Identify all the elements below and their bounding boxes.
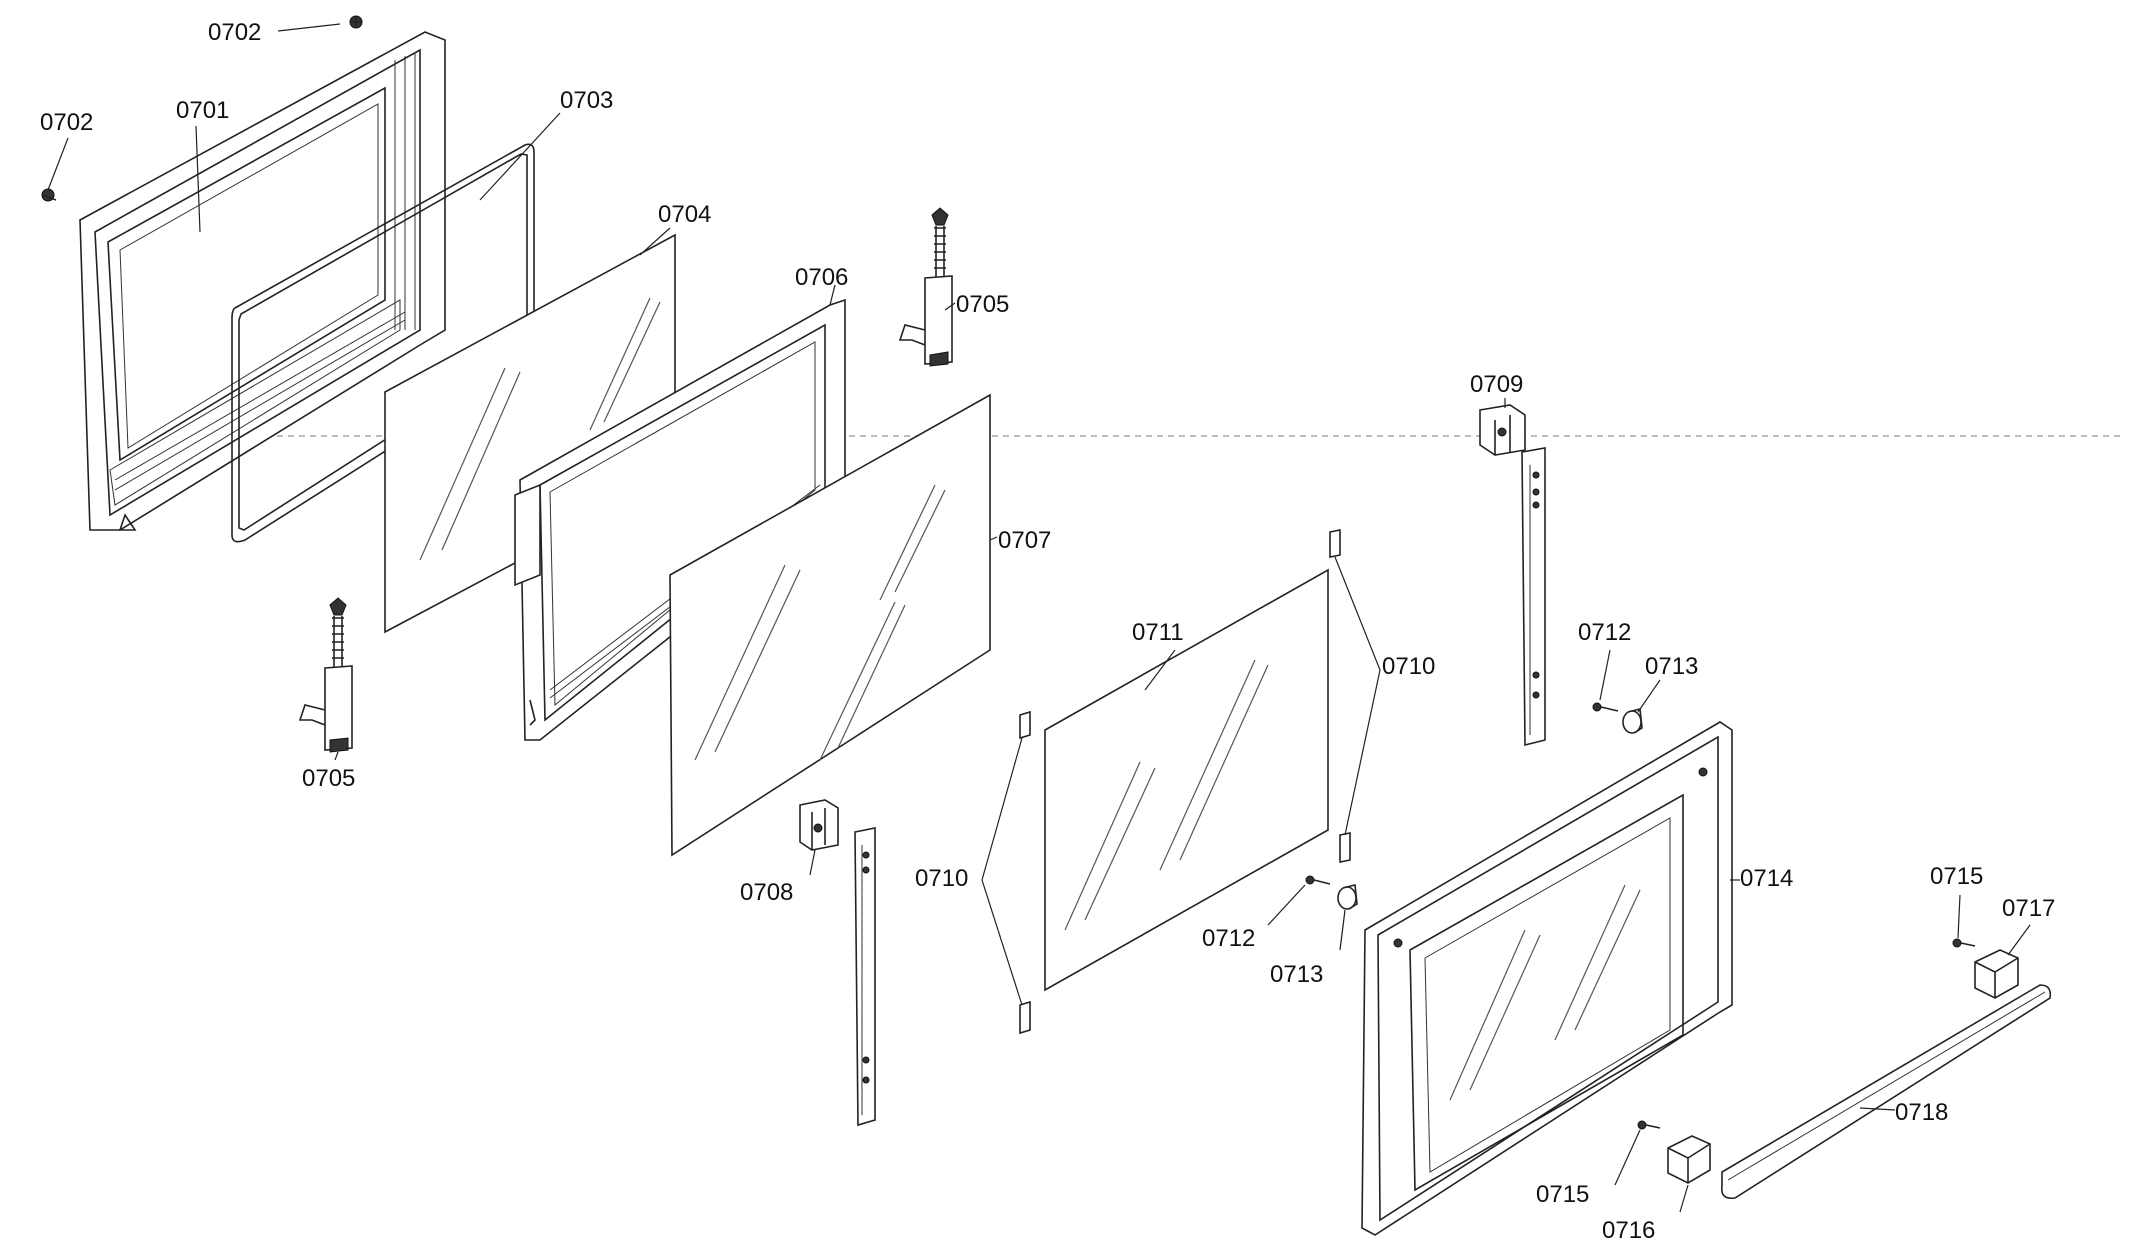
label-0703: 0703: [560, 87, 613, 114]
label-0705-lower: 0705: [302, 765, 355, 792]
label-0704: 0704: [658, 201, 711, 228]
part-0705-hinge-lower: [298, 597, 353, 753]
label-0712-center: 0712: [1202, 925, 1255, 952]
rail-right: [1521, 447, 1546, 747]
part-0717-handle-cap: [1974, 949, 2019, 999]
label-0712-right: 0712: [1578, 619, 1631, 646]
part-0710-clips: [1019, 529, 1351, 1035]
label-0713-center: 0713: [1270, 961, 1323, 988]
part-0713-spacer-center: [1337, 884, 1358, 910]
part-0707-glass-panel: [669, 393, 991, 857]
part-0712-screw-center: [1305, 875, 1331, 885]
label-0715-lower: 0715: [1536, 1181, 1589, 1208]
label-0713-right: 0713: [1645, 653, 1698, 680]
label-0702-top: 0702: [208, 19, 261, 46]
part-0704-glass-panel: [384, 233, 676, 634]
part-0711-glass-panel: [1044, 568, 1329, 992]
part-0708-bracket: [799, 799, 839, 851]
part-0709-bracket: [1479, 404, 1526, 456]
part-0712-screw-right: [1592, 702, 1619, 712]
label-0716: 0716: [1602, 1217, 1655, 1244]
label-0710-left: 0710: [915, 865, 968, 892]
leader-lines: [47, 23, 2031, 1213]
label-0702-left: 0702: [40, 109, 93, 136]
label-0711: 0711: [1132, 619, 1184, 646]
label-0701: 0701: [176, 97, 229, 124]
label-0710-right: 0710: [1382, 653, 1435, 680]
label-0706: 0706: [795, 264, 848, 291]
part-labels: 0702 0702 0701 0703 0704 0706 0705 0705 …: [40, 19, 2055, 1244]
label-0705-upper: 0705: [956, 291, 1009, 318]
part-0715-screw-right: [1952, 938, 1976, 948]
rail-left: [854, 827, 876, 1127]
label-0709: 0709: [1470, 371, 1523, 398]
part-0706-glass-frame: [514, 298, 846, 741]
part-0716-handle-cap: [1667, 1135, 1711, 1184]
label-0717: 0717: [2002, 895, 2055, 922]
part-0713-spacer-right: [1622, 708, 1643, 734]
part-0718-handle-bar: [1720, 984, 2052, 1200]
part-0701-inner-frame: [79, 31, 446, 531]
part-0705-hinge-upper: [898, 207, 953, 367]
part-0702-screw-left: [41, 188, 57, 202]
label-0714: 0714: [1740, 865, 1793, 892]
part-0702-screw-top: [349, 15, 363, 29]
part-0714-outer-door: [1361, 721, 1733, 1236]
label-0715-right: 0715: [1930, 863, 1983, 890]
label-0718: 0718: [1895, 1099, 1948, 1126]
label-0708: 0708: [740, 879, 793, 906]
part-0715-screw-lower: [1637, 1120, 1661, 1130]
label-0707: 0707: [998, 527, 1051, 554]
